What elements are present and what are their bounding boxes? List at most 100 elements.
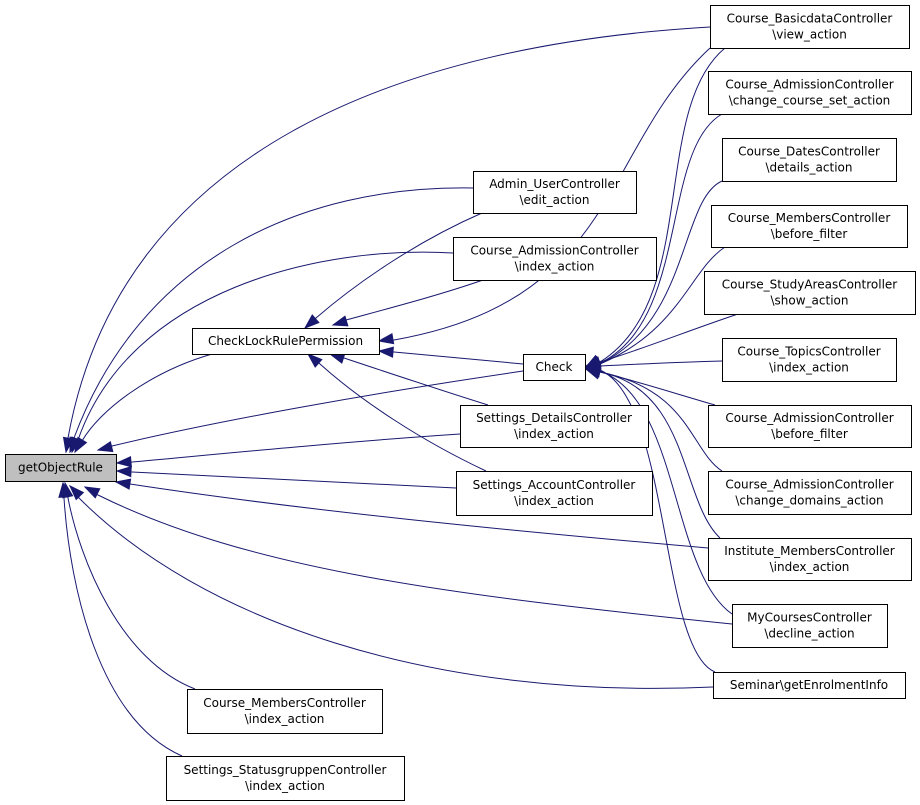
node-label-line: \decline_action: [764, 627, 854, 641]
edge-SettingsStatusgruppenIndex-to-getObjectRule: [58, 481, 183, 757]
nodes: getObjectRule CheckLockRulePermissionChec…: [5, 5, 916, 801]
arrowhead-icon: [303, 314, 320, 329]
node-label-line: \view_action: [772, 28, 847, 42]
edge-line: [97, 370, 524, 451]
arrowhead-icon: [377, 332, 395, 345]
node-box: [732, 604, 888, 648]
edge-SettingsAccountIndex-to-getObjectRule: [115, 465, 457, 489]
edge-line: [304, 212, 483, 329]
edge-CourseAdmissionIndex-to-CheckLockRulePermission: [331, 279, 484, 327]
node-CheckLockRulePermission[interactable]: CheckLockRulePermission: [192, 328, 380, 355]
node-CourseMembersIndex[interactable]: Course_MembersController\index_action: [187, 689, 383, 734]
node-box: [456, 471, 653, 516]
node-label-line: getObjectRule: [18, 461, 103, 475]
node-MyCoursesDecline[interactable]: MyCoursesController \decline_action: [732, 604, 888, 648]
node-label-line: Settings_DetailsController: [476, 411, 632, 425]
node-CourseStudyAreasShow[interactable]: Course_StudyAreasController\show_action: [704, 271, 916, 315]
node-SettingsStatusgruppenIndex[interactable]: Settings_StatusgruppenController \index_a…: [166, 756, 405, 801]
arrowhead-icon: [62, 436, 75, 454]
node-box: [187, 689, 383, 734]
edge-line: [65, 26, 711, 453]
edge-line: [69, 187, 474, 453]
node-label-line: \change_domains_action: [735, 494, 883, 508]
edge-line: [69, 485, 714, 689]
edge-SettingsAccountIndex-to-CheckLockRulePermission: [306, 353, 487, 472]
node-label-line: \before_filter: [771, 227, 848, 241]
node-box: [453, 237, 657, 281]
edge-SeminarGetEnrolmentInfo-to-getObjectRule: [68, 484, 714, 689]
arrowhead-icon: [83, 486, 101, 499]
arrowhead-icon: [96, 440, 114, 453]
edge-line: [329, 353, 489, 406]
arrowhead-icon: [71, 436, 83, 454]
node-CourseAdmissionChangeCourseSet[interactable]: Course_AdmissionController\change_course…: [708, 71, 912, 115]
edge-line: [116, 433, 461, 464]
node-SettingsDetailsIndex[interactable]: Settings_DetailsController\index_action: [460, 405, 649, 448]
node-InstituteMembersIndex[interactable]: Institute_MembersController \index_action: [708, 538, 912, 581]
node-label-line: Course_AdmissionController: [725, 411, 893, 425]
node-label-line: \index_action: [770, 560, 850, 574]
edge-line: [62, 482, 183, 757]
node-AdminUserEdit[interactable]: Admin_UserController\edit_action: [473, 171, 637, 214]
edge-line: [585, 313, 739, 367]
edge-CourseAdmissionIndex-to-getObjectRule: [71, 251, 454, 454]
node-label-line: \show_action: [771, 294, 849, 308]
node-CourseTopicsIndex[interactable]: Course_TopicsController \index_action: [722, 338, 897, 382]
node-CourseAdmissionBeforeFilter[interactable]: Course_AdmissionController \before_filter: [708, 405, 912, 448]
edge-CourseMembersIndex-to-getObjectRule: [62, 481, 196, 690]
node-label-line: Institute_MembersController: [724, 544, 895, 558]
edge-InstituteMembersIndex-to-getObjectRule: [114, 478, 709, 549]
node-label-line: CheckLockRulePermission: [208, 334, 363, 348]
edge-line: [74, 353, 213, 453]
edge-SettingsDetailsIndex-to-getObjectRule: [115, 433, 461, 468]
node-label-line: Course_DatesController: [738, 145, 880, 159]
edge-line: [585, 113, 723, 368]
node-CourseDatesDetails[interactable]: Course_DatesController\details_action: [722, 138, 897, 182]
edge-CourseBasicdataView-to-getObjectRule: [62, 26, 711, 454]
node-label-line: \index_action: [769, 361, 849, 375]
node-label-line: \before_filter: [771, 427, 848, 441]
edge-line: [84, 486, 733, 625]
node-box: [710, 5, 910, 49]
node-label-line: \index_action: [514, 494, 594, 508]
node-label-line: Settings_StatusgruppenController: [184, 763, 387, 777]
node-box: [708, 538, 912, 581]
node-Check[interactable]: Check: [523, 354, 586, 381]
arrowhead-icon: [584, 368, 602, 380]
edge-Check-to-getObjectRule: [96, 370, 524, 453]
edges: [58, 26, 739, 757]
edge-line: [64, 482, 196, 690]
edge-line: [307, 353, 487, 472]
node-label-line: Settings_AccountController: [473, 478, 636, 492]
node-label-line: Course_MembersController: [728, 211, 891, 225]
node-CourseBasicdataView[interactable]: Course_BasicdataController\view_action: [710, 5, 910, 49]
node-label-line: \change_course_set_action: [729, 94, 891, 108]
node-SettingsAccountIndex[interactable]: Settings_AccountController \index_action: [456, 471, 653, 516]
edge-MyCoursesDecline-to-getObjectRule: [83, 486, 733, 625]
node-box: [523, 354, 586, 381]
node-CourseMembersBeforeFilter[interactable]: Course_MembersController \before_filter: [711, 205, 908, 248]
node-label-line: Seminar\getEnrolmentInfo: [730, 678, 888, 692]
node-label-line: MyCoursesController: [747, 611, 872, 625]
node-box: [708, 471, 912, 515]
arrowhead-icon: [114, 478, 132, 490]
node-box: [722, 338, 897, 382]
node-SeminarGetEnrolmentInfo[interactable]: Seminar\getEnrolmentInfo: [713, 672, 906, 699]
node-label-line: \index_action: [515, 260, 595, 274]
node-label-line: Course_TopicsController: [737, 345, 880, 359]
edge-line: [378, 47, 711, 342]
edge-AdminUserEdit-to-CheckLockRulePermission: [303, 212, 483, 329]
node-label-line: \index_action: [245, 779, 325, 793]
node-box: [722, 138, 897, 182]
edge-CheckLockRulePermission-to-getObjectRule: [74, 353, 213, 454]
edge-line: [332, 279, 484, 326]
edge-line: [585, 368, 721, 539]
edge-CourseTopicsIndex-to-Check: [584, 360, 723, 372]
node-CourseAdmissionIndex[interactable]: Course_AdmissionController\index_action: [453, 237, 657, 281]
edge-line: [585, 368, 733, 615]
node-box: [473, 171, 637, 214]
node-CourseAdmissionChangeDomains[interactable]: Course_AdmissionController\change_domain…: [708, 471, 912, 515]
node-getObjectRule[interactable]: getObjectRule: [5, 454, 117, 482]
edge-line: [585, 180, 723, 368]
